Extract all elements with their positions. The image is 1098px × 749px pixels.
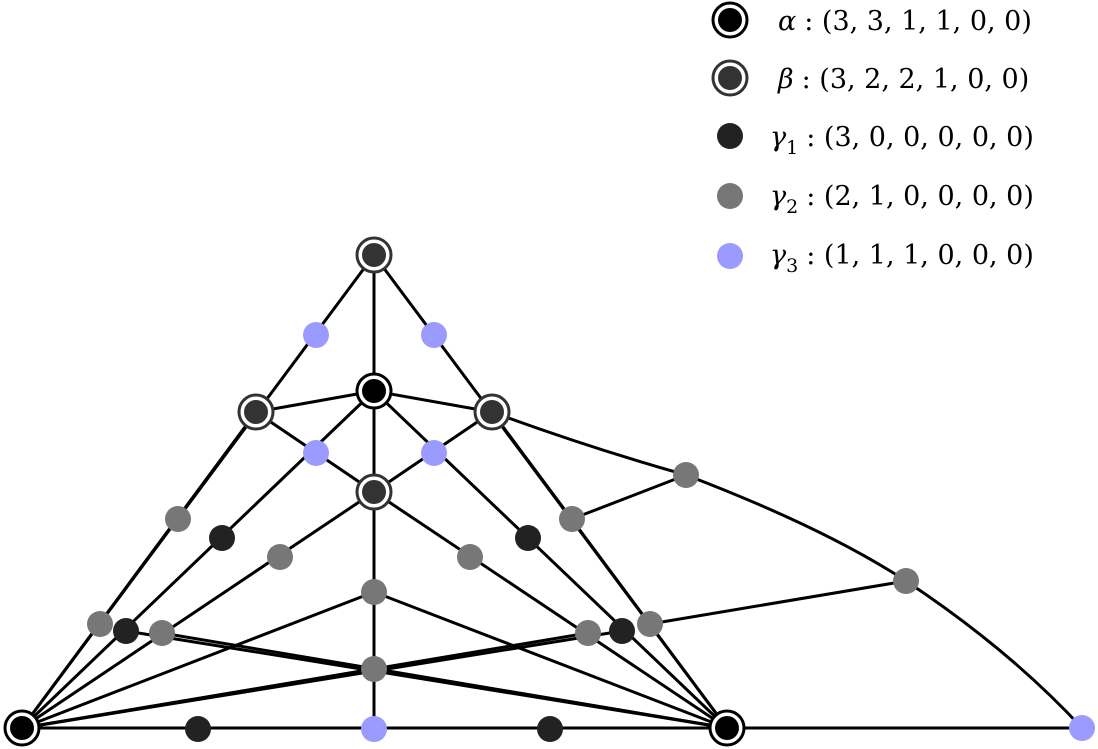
legend-label-gamma2: : (2, 1, 0, 0, 0, 0) <box>806 181 1034 212</box>
edge-L-Hr <box>20 629 624 730</box>
legend-marker-gamma1 <box>717 123 743 149</box>
edge-R-C1 <box>372 590 729 730</box>
node-gamma2-C2 <box>361 656 387 682</box>
legend-entry-gamma2: γ2 : (2, 1, 0, 0, 0, 0) <box>717 181 1034 218</box>
edge-L-C1 <box>20 590 376 730</box>
legend-label-beta: : (3, 2, 2, 1, 0, 0) <box>802 64 1030 95</box>
legend-marker-gamma3 <box>717 243 743 269</box>
node-gamma3-Vb <box>361 716 387 742</box>
node-beta-Bl <box>237 393 275 431</box>
legend-symbol-alpha: α <box>778 6 796 37</box>
edge-R-Hl <box>124 629 729 730</box>
edge-Bl-A <box>254 389 376 414</box>
edge-L-Bc <box>20 490 376 730</box>
edge-A-Br <box>372 389 494 414</box>
edge-R-Br <box>490 410 729 730</box>
node-gamma3-Pl1 <box>303 322 329 348</box>
node-gamma2-Or3 <box>575 620 601 646</box>
svg-text:γ2: (2, 1, 0, 0, 0, 0): γ2 : (2, 1, 0, 0, 0, 0) <box>770 181 1034 218</box>
node-gamma1-Bt1 <box>185 716 211 742</box>
legend-subscript-gamma3: 3 <box>786 255 798 277</box>
svg-text:γ1: (3, 0, 0, 0, 0, 0): γ1 : (3, 0, 0, 0, 0, 0) <box>770 122 1034 159</box>
diagram-nodes <box>3 236 1095 747</box>
node-gamma2-Or4 <box>457 544 483 570</box>
node-gamma1-Gl <box>209 525 235 551</box>
legend-subscript-gamma1: 1 <box>786 137 798 159</box>
svg-text:α: (3, 3, 1, 1, 0, 0): α : (3, 3, 1, 1, 0, 0) <box>778 6 1032 37</box>
node-gamma3-Vr <box>1069 715 1095 741</box>
legend-label-gamma3: : (1, 1, 1, 0, 0, 0) <box>806 240 1034 271</box>
curve-edge-E1-E2 <box>684 473 908 583</box>
legend-entry-beta: β : (3, 2, 2, 1, 0, 0) <box>711 59 1029 97</box>
legend-entry-gamma3: γ3 : (1, 1, 1, 0, 0, 0) <box>717 240 1034 277</box>
legend-symbol-gamma3: γ <box>770 240 787 271</box>
legend-entry-alpha: α : (3, 3, 1, 1, 0, 0) <box>711 1 1032 39</box>
node-alpha-L <box>3 709 41 747</box>
legend-marker-gamma2 <box>717 183 743 209</box>
node-gamma1-Hl <box>113 618 139 644</box>
diagram-edges <box>20 253 1084 731</box>
node-gamma3-Pl2 <box>303 440 329 466</box>
node-gamma2-C1 <box>361 579 387 605</box>
edge-Or2-E2 <box>648 579 908 626</box>
legend-label-alpha: : (3, 3, 1, 1, 0, 0) <box>804 6 1032 37</box>
legend-symbol-gamma1: γ <box>770 122 787 153</box>
legend: α : (3, 3, 1, 1, 0, 0) β : (3, 2, 2, 1, 0,… <box>711 1 1034 277</box>
node-gamma3-Pr2 <box>421 440 447 466</box>
legend-subscript-gamma2: 2 <box>786 196 798 218</box>
node-beta-Bc <box>355 473 393 511</box>
node-gamma2-Or2 <box>637 611 663 637</box>
curve-edge-E2-Vr <box>904 579 1084 730</box>
svg-text:γ3: (1, 1, 1, 0, 0, 0): γ3 : (1, 1, 1, 0, 0, 0) <box>770 240 1034 277</box>
node-gamma2-Ol3 <box>149 620 175 646</box>
node-gamma2-Ol4 <box>267 544 293 570</box>
curve-edge-Br-E1 <box>490 410 688 477</box>
edge-Or1-E1 <box>570 473 688 521</box>
node-gamma2-E2 <box>893 568 919 594</box>
node-gamma2-Ol1 <box>165 506 191 532</box>
node-gamma1-Hr <box>609 618 635 644</box>
edge-R-Bc <box>372 490 729 730</box>
node-beta-T <box>355 236 393 274</box>
svg-text:β: (3, 2, 2, 1, 0, 0): β : (3, 2, 2, 1, 0, 0) <box>777 64 1029 95</box>
node-gamma3-Pr1 <box>421 322 447 348</box>
node-gamma1-Gr <box>515 525 541 551</box>
legend-symbol-gamma2: γ <box>770 181 787 212</box>
node-alpha-A <box>355 372 393 410</box>
edge-L-Bl <box>20 410 258 730</box>
node-gamma1-Bt2 <box>537 716 563 742</box>
legend-marker-alpha <box>711 1 749 39</box>
node-gamma2-Ol2 <box>87 611 113 637</box>
node-alpha-R <box>708 709 746 747</box>
legend-symbol-beta: β <box>777 64 794 95</box>
legend-marker-beta <box>711 59 749 97</box>
legend-entry-gamma1: γ1 : (3, 0, 0, 0, 0, 0) <box>717 122 1034 159</box>
legend-label-gamma1: : (3, 0, 0, 0, 0, 0) <box>806 122 1034 153</box>
node-beta-Br <box>473 393 511 431</box>
node-gamma2-Or1 <box>559 506 585 532</box>
node-gamma2-E1 <box>673 462 699 488</box>
